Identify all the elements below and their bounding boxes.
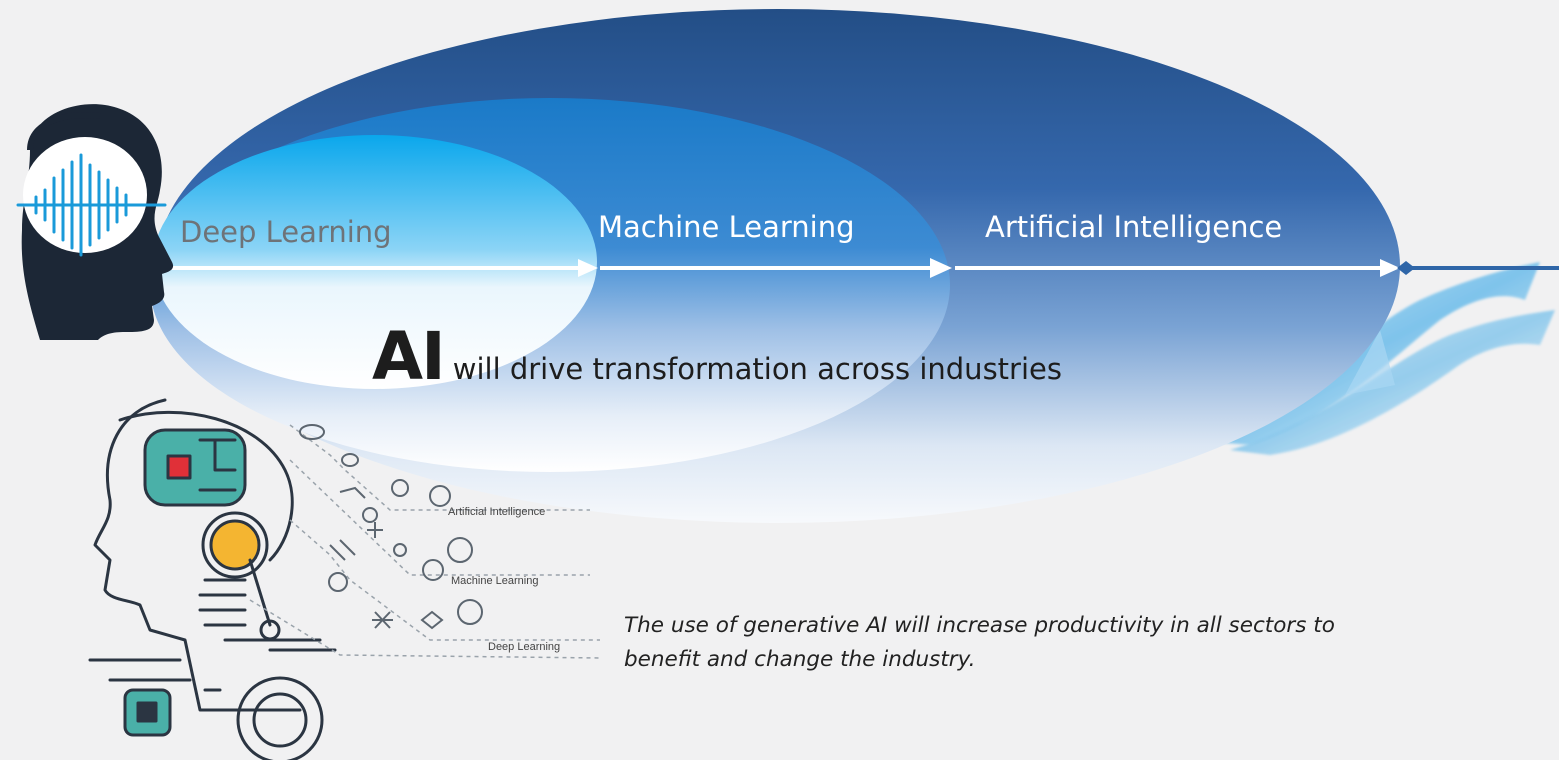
timeline-extension (1397, 261, 1559, 275)
illustration-label-deep-learning: Deep Learning (488, 641, 561, 653)
illustration-label-artificial-intelligence: Artificial Intelligence (448, 506, 546, 518)
headline-emphasis: AI (372, 318, 446, 395)
headline-text: will drive transformation across industr… (452, 352, 1062, 386)
caption-text: The use of generative AI will increase p… (624, 613, 1335, 672)
robot-head-icon (88, 398, 337, 760)
concept-glyphs (299, 424, 483, 630)
illustration-label-machine-learning: Machine Learning (451, 575, 539, 587)
label-artificial-intelligence: Artificial Intelligence (985, 210, 1283, 244)
ellipse-deep-learning (153, 135, 597, 389)
label-machine-learning: Machine Learning (598, 210, 855, 244)
robot-concept-lines (249, 424, 601, 659)
brain-wave-head-icon (16, 104, 174, 340)
progression-arrows (160, 258, 1400, 278)
headline: AI will drive transformation across indu… (372, 318, 1062, 395)
label-deep-learning: Deep Learning (180, 215, 392, 249)
